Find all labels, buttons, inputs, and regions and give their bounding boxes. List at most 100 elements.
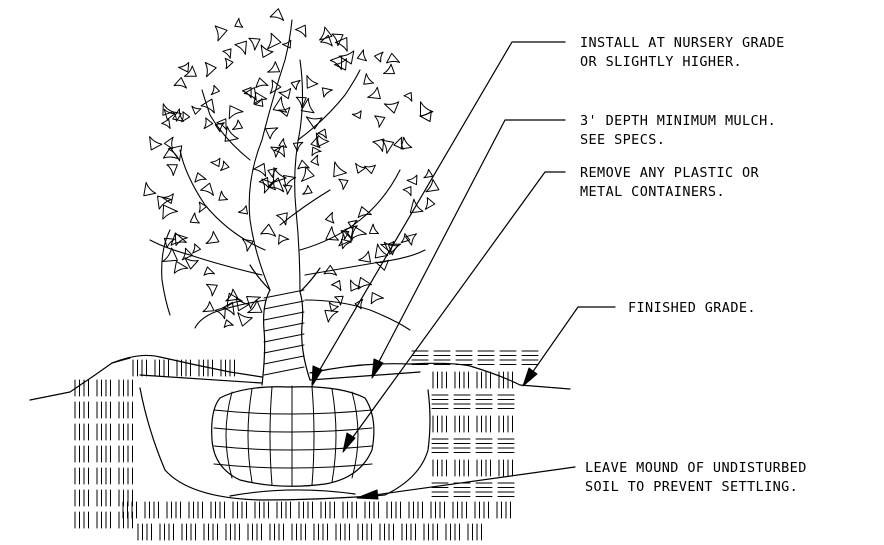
leaf-mark <box>320 34 333 47</box>
leaf-mark <box>310 135 321 149</box>
leaf-mark <box>198 201 207 213</box>
leaf-mark <box>181 247 193 261</box>
leaf-mark <box>226 292 243 308</box>
leaf-mark <box>315 132 330 148</box>
leaf-mark <box>200 182 214 196</box>
leaf-mark <box>143 181 157 197</box>
leaf-mark <box>276 212 288 226</box>
note-mulch-line1: 3' DEPTH MINIMUM MULCH. <box>580 113 776 129</box>
leaf-mark <box>370 292 384 305</box>
leaf-mark <box>170 232 187 246</box>
leaf-mark <box>163 237 176 248</box>
leaf-mark <box>206 283 218 297</box>
leaf-mark <box>162 147 179 160</box>
leaf-mark <box>338 50 355 65</box>
leaf-mark <box>205 231 220 244</box>
leaf-mark <box>270 146 281 158</box>
leaf-mark <box>149 136 163 151</box>
leaf-mark <box>329 55 343 70</box>
leader-mound <box>359 466 576 498</box>
leaf-mark <box>203 266 215 276</box>
leaf-mark <box>363 73 375 85</box>
leaf-mark <box>216 118 227 131</box>
leaf-mark <box>374 51 384 63</box>
leaf-mark <box>295 24 307 38</box>
leaf-mark <box>350 279 361 292</box>
leaf-mark <box>374 243 389 259</box>
leaf-mark <box>350 225 367 241</box>
leaf-mark <box>278 88 292 100</box>
leaf-mark <box>194 172 207 183</box>
leaf-mark <box>400 233 411 244</box>
leaf-mark <box>163 108 176 120</box>
leaf-mark <box>367 86 381 100</box>
leaf-mark <box>272 96 288 113</box>
leaf-mark <box>173 77 187 89</box>
leaf-mark <box>383 63 395 75</box>
arrow-containers <box>342 432 356 453</box>
leaf-mark <box>224 57 234 70</box>
arrow-finished-grade <box>522 367 538 387</box>
leaf-mark <box>214 25 228 42</box>
leaf-mark <box>218 190 229 201</box>
leaf-mark <box>317 128 327 139</box>
leaf-mark <box>356 49 367 62</box>
leaf-mark <box>283 175 297 187</box>
leaf-mark <box>234 40 247 55</box>
arrow-nursery-grade <box>311 365 323 387</box>
leaf-mark <box>375 259 389 271</box>
note-containers-line2: METAL CONTAINERS. <box>580 184 725 200</box>
leaf-mark <box>325 211 335 224</box>
leaf-mark <box>281 39 292 49</box>
leaf-mark <box>161 118 171 129</box>
leader-lines <box>311 41 616 498</box>
leaf-mark <box>222 48 232 59</box>
leaf-mark <box>237 205 248 215</box>
leaf-mark <box>297 159 310 170</box>
leaf-mark <box>237 312 253 327</box>
berm-right <box>309 362 571 390</box>
leaf-mark <box>405 233 417 246</box>
tree-branches <box>149 19 426 331</box>
leaf-mark <box>368 223 379 234</box>
note-mound-line1: LEAVE MOUND OF UNDISTURBED <box>585 460 807 476</box>
leaf-mark <box>403 91 413 102</box>
leaf-mark <box>223 319 234 328</box>
leaf-mark <box>358 250 371 263</box>
leaf-mark <box>306 75 319 89</box>
leaf-mark <box>248 37 261 51</box>
leaf-mark <box>323 264 338 276</box>
leaf-mark <box>202 301 215 313</box>
leaf-mark <box>173 260 189 274</box>
leaf-mark <box>172 108 184 122</box>
leaf-mark <box>221 301 235 316</box>
leaf-mark <box>300 97 315 114</box>
leaf-mark <box>331 280 342 292</box>
leaf-mark <box>423 168 434 179</box>
leaf-mark <box>328 301 339 312</box>
leaf-mark <box>214 122 225 133</box>
leaf-mark <box>210 84 220 96</box>
leader-finished-grade <box>524 306 616 384</box>
leaf-mark <box>301 166 315 182</box>
leaf-mark <box>400 136 413 150</box>
leaf-mark <box>243 87 257 101</box>
leaf-mark <box>258 177 270 189</box>
leaf-mark <box>210 157 221 168</box>
leaf-mark <box>272 167 287 183</box>
leaf-mark <box>278 106 291 117</box>
leaf-mark <box>338 178 349 190</box>
leaf-mark <box>302 184 313 195</box>
leaf-mark <box>203 117 214 130</box>
leaf-mark <box>157 195 172 210</box>
leader-nursery-grade <box>311 41 566 384</box>
leaf-mark <box>333 58 347 71</box>
arrow-mound <box>356 489 379 500</box>
annotation-notes: INSTALL AT NURSERY GRADE OR SLIGHTLY HIG… <box>580 35 807 495</box>
leaf-mark <box>295 96 307 109</box>
leaf-mark <box>334 37 348 52</box>
leaf-mark <box>355 162 367 174</box>
leaf-mark <box>166 164 178 176</box>
leaf-mark <box>406 174 418 186</box>
